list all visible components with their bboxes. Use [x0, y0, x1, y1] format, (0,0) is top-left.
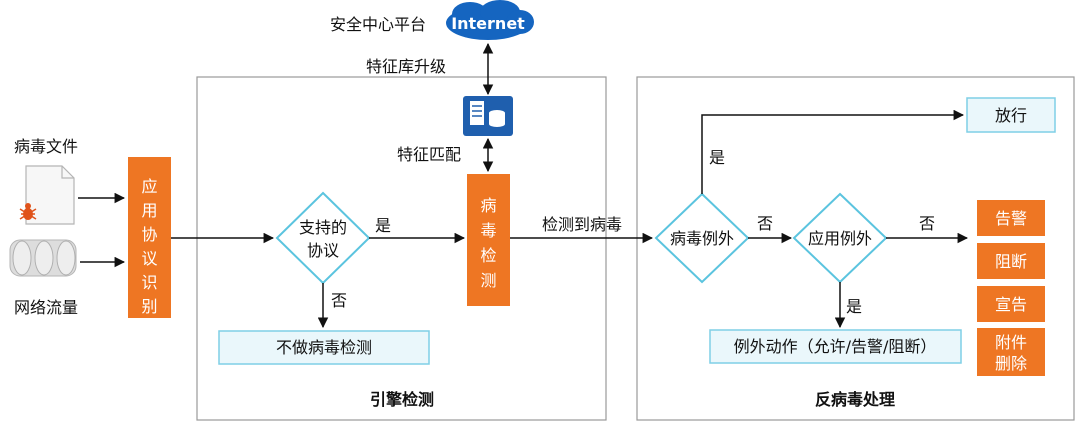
attachment-delete-line-1: 附件	[995, 333, 1027, 352]
virus-detect-char-3: 测	[480, 271, 496, 290]
app-protocol-char-1: 用	[141, 201, 157, 220]
engine-detection-frame	[196, 76, 607, 421]
virus-bug-icon	[19, 203, 37, 220]
signature-database-icon	[463, 96, 513, 136]
no-detection-label: 不做病毒检测	[276, 338, 372, 357]
supported-protocol-line-1: 支持的	[299, 218, 347, 237]
network-traffic-icon	[9, 239, 77, 277]
virus-exception-yes-arrow	[701, 109, 965, 194]
pass-label: 放行	[995, 106, 1027, 125]
app-protocol-char-0: 应	[141, 177, 157, 196]
exception-action-label: 例外动作（允许/告警/阻断）	[734, 337, 937, 356]
virus-exception-no-label: 否	[757, 214, 773, 233]
internet-cloud-label: Internet	[451, 14, 525, 33]
signature-upgrade-label: 特征库升级	[366, 57, 446, 76]
app-protocol-char-5: 别	[141, 297, 157, 316]
supported-protocol-line-2: 协议	[307, 241, 339, 260]
file-icon	[25, 165, 75, 225]
app-exception-no-label: 否	[919, 214, 935, 233]
action-box-alert	[977, 200, 1045, 236]
action-box-announce	[977, 286, 1045, 322]
app-exception-label: 应用例外	[808, 229, 872, 248]
detected-virus-label: 检测到病毒	[542, 215, 622, 234]
internet-cloud-icon	[446, 0, 534, 40]
signature-match-label: 特征匹配	[397, 145, 461, 164]
virus-exception-yes-label: 是	[709, 148, 725, 167]
virus-file-label: 病毒文件	[14, 137, 78, 156]
antivirus-processing-frame	[636, 76, 1075, 421]
virus-exception-label: 病毒例外	[670, 229, 734, 248]
attachment-delete-line-2: 删除	[995, 354, 1027, 373]
action-box-attachment-delete	[977, 328, 1045, 376]
app-protocol-char-2: 协	[141, 225, 157, 244]
virus-detect-char-2: 检	[480, 246, 496, 265]
app-protocol-char-3: 议	[141, 249, 157, 268]
security-center-label: 安全中心平台	[330, 15, 426, 34]
action-box-block	[977, 243, 1045, 279]
virus-exception-diamond	[654, 192, 750, 284]
decision-no-label: 否	[331, 291, 347, 310]
exception-action-box	[709, 329, 962, 364]
supported-protocol-diamond	[275, 191, 371, 285]
virus-detection-box	[467, 174, 510, 306]
network-traffic-label: 网络流量	[14, 298, 78, 317]
engine-detection-title: 引擎检测	[370, 390, 434, 409]
app-protocol-box	[128, 157, 171, 318]
action-alert-label: 告警	[995, 209, 1027, 228]
no-detection-box	[218, 330, 430, 365]
virus-detect-char-1: 毒	[480, 221, 496, 240]
antivirus-processing-title: 反病毒处理	[815, 390, 895, 409]
action-announce-label: 宣告	[995, 295, 1027, 314]
pass-box	[966, 97, 1056, 133]
app-protocol-char-4: 识	[141, 273, 157, 292]
virus-detect-char-0: 病	[480, 196, 496, 215]
action-block-label: 阻断	[995, 252, 1027, 271]
decision-yes-label: 是	[375, 216, 391, 235]
app-exception-yes-label: 是	[846, 297, 862, 316]
